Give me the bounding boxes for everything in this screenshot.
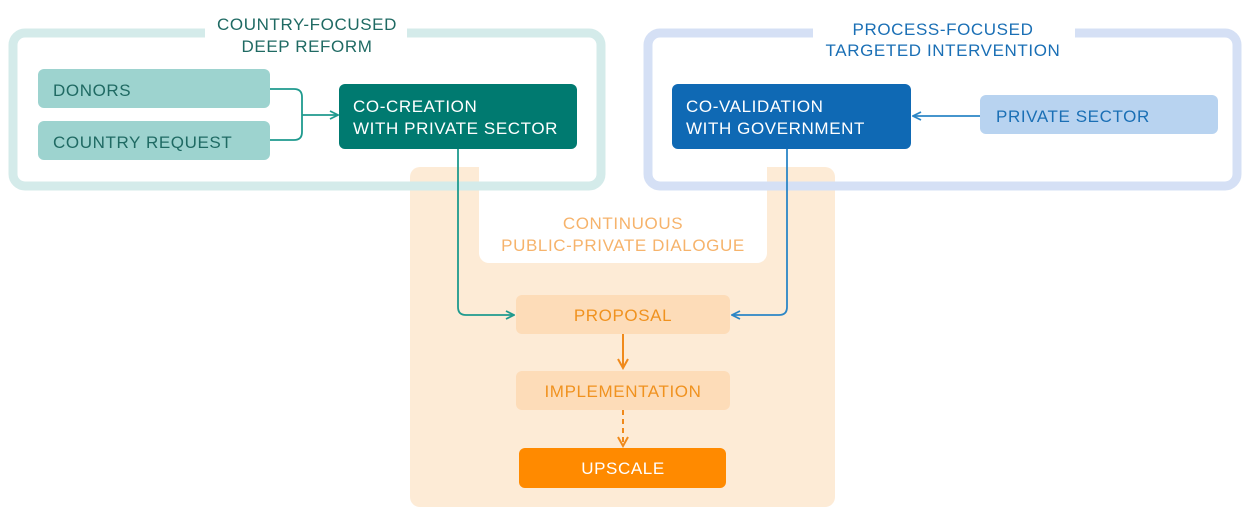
private-sector-label: PRIVATE SECTOR [996,107,1150,126]
arrow-co-validation-to-proposal [732,149,788,315]
arrow-co-creation-to-proposal [457,149,514,315]
dialogue-title-line1: CONTINUOUS [563,214,683,233]
dialogue-title-line2: PUBLIC-PRIVATE DIALOGUE [501,236,745,255]
inputs-bracket-connector [270,88,303,141]
proposal-box [516,295,730,334]
proposal-label: PROPOSAL [574,306,672,325]
process-focused-title-gap [813,22,1075,44]
country-focused-title-gap [205,22,407,44]
co-creation-label-line1: CO-CREATION [353,97,477,116]
co-creation-label-line2: WITH PRIVATE SECTOR [353,119,558,138]
co-validation-label-line1: CO-VALIDATION [686,97,824,116]
donors-box [38,69,270,108]
country-request-label: COUNTRY REQUEST [53,133,232,152]
process-focused-title-line1: PROCESS-FOCUSED [853,20,1034,39]
implementation-box [516,371,730,410]
upscale-box [519,448,726,488]
donors-label: DONORS [53,81,131,100]
private-sector-box [980,95,1218,134]
implementation-label: IMPLEMENTATION [544,382,701,401]
upscale-label: UPSCALE [581,459,665,478]
process-focused-title-line2: TARGETED INTERVENTION [826,41,1061,60]
country-request-box [38,121,270,160]
country-focused-title-line1: COUNTRY-FOCUSED [217,15,397,34]
co-validation-box [672,84,911,149]
co-creation-box [339,84,577,149]
country-focused-title-line2: DEEP REFORM [242,37,373,56]
dialogue-title-panel [479,150,767,263]
co-validation-label-line2: WITH GOVERNMENT [686,119,865,138]
